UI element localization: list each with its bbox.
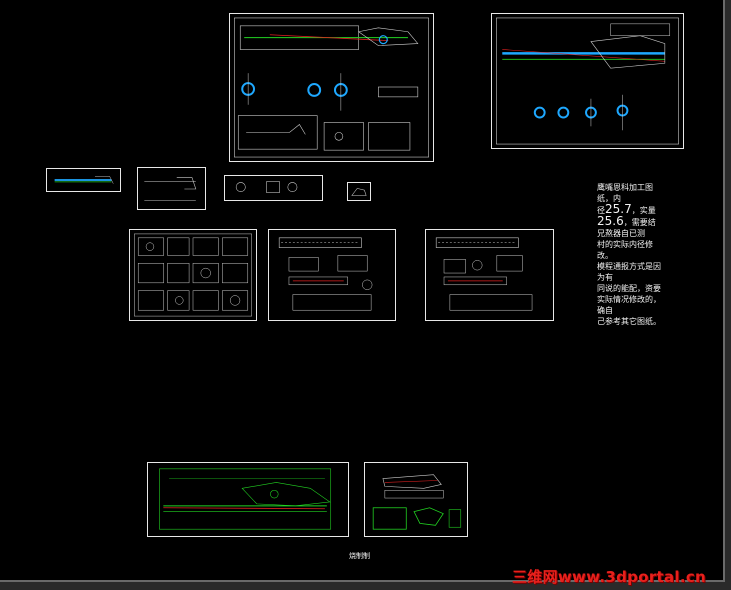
- note-line-2: 径: [597, 206, 605, 215]
- drawing-sheet-small-2[interactable]: [137, 167, 206, 210]
- note-line-1: 鹰嘴恩科加工图纸，内: [597, 183, 653, 203]
- drawing-sheet-parts-grid[interactable]: [129, 229, 257, 321]
- note-value-2: 25.6: [597, 214, 624, 228]
- drawing-note-text: 鹰嘴恩科加工图纸，内 径25.7，实量 25.6，需要结兄熬器自已测 村的实际内…: [597, 182, 663, 327]
- note-value-1: 25.7: [605, 202, 632, 216]
- drawing-sheet-small-3[interactable]: [224, 175, 323, 201]
- drawing-sheet-small-3-graphics: [235, 181, 298, 193]
- note-line-4: ，需要结兄熬器自已测 村的实际内径修改。 模程通报方式是因为有 同说的能配，资要…: [597, 218, 661, 326]
- drawing-sheet-main-graphics: [234, 17, 429, 158]
- drawing-sheet-small-4-graphics: [351, 188, 367, 196]
- drawing-sheet-top-right[interactable]: [491, 13, 684, 149]
- drawing-sheet-bottom-right[interactable]: [364, 462, 468, 537]
- drawing-sheet-parts-grid-graphics: [134, 233, 252, 317]
- drawing-sheet-middle-right[interactable]: [425, 229, 554, 321]
- drawing-sheet-small-4[interactable]: [347, 182, 371, 201]
- drawing-sheet-middle[interactable]: [268, 229, 396, 321]
- drawing-sheet-bottom-right-graphics: [372, 474, 462, 530]
- drawing-sheet-middle-right-graphics: [435, 237, 533, 311]
- drawing-sheet-small-1-graphics: [54, 176, 114, 184]
- drawing-sheet-middle-graphics: [278, 237, 373, 311]
- drawing-sheet-main[interactable]: [229, 13, 434, 162]
- site-watermark: 三维网www.3dportal.cn: [512, 568, 707, 586]
- drawing-caption: 烧制制: [349, 552, 370, 560]
- drawing-sheet-small-2-graphics: [144, 177, 197, 201]
- drawing-sheet-bottom-assembly[interactable]: [147, 462, 349, 537]
- drawing-sheet-top-right-graphics: [496, 17, 679, 145]
- drawing-sheet-bottom-assembly-graphics: [159, 468, 332, 530]
- drawing-sheet-small-1[interactable]: [46, 168, 121, 192]
- note-line-3: ，实量: [631, 206, 656, 215]
